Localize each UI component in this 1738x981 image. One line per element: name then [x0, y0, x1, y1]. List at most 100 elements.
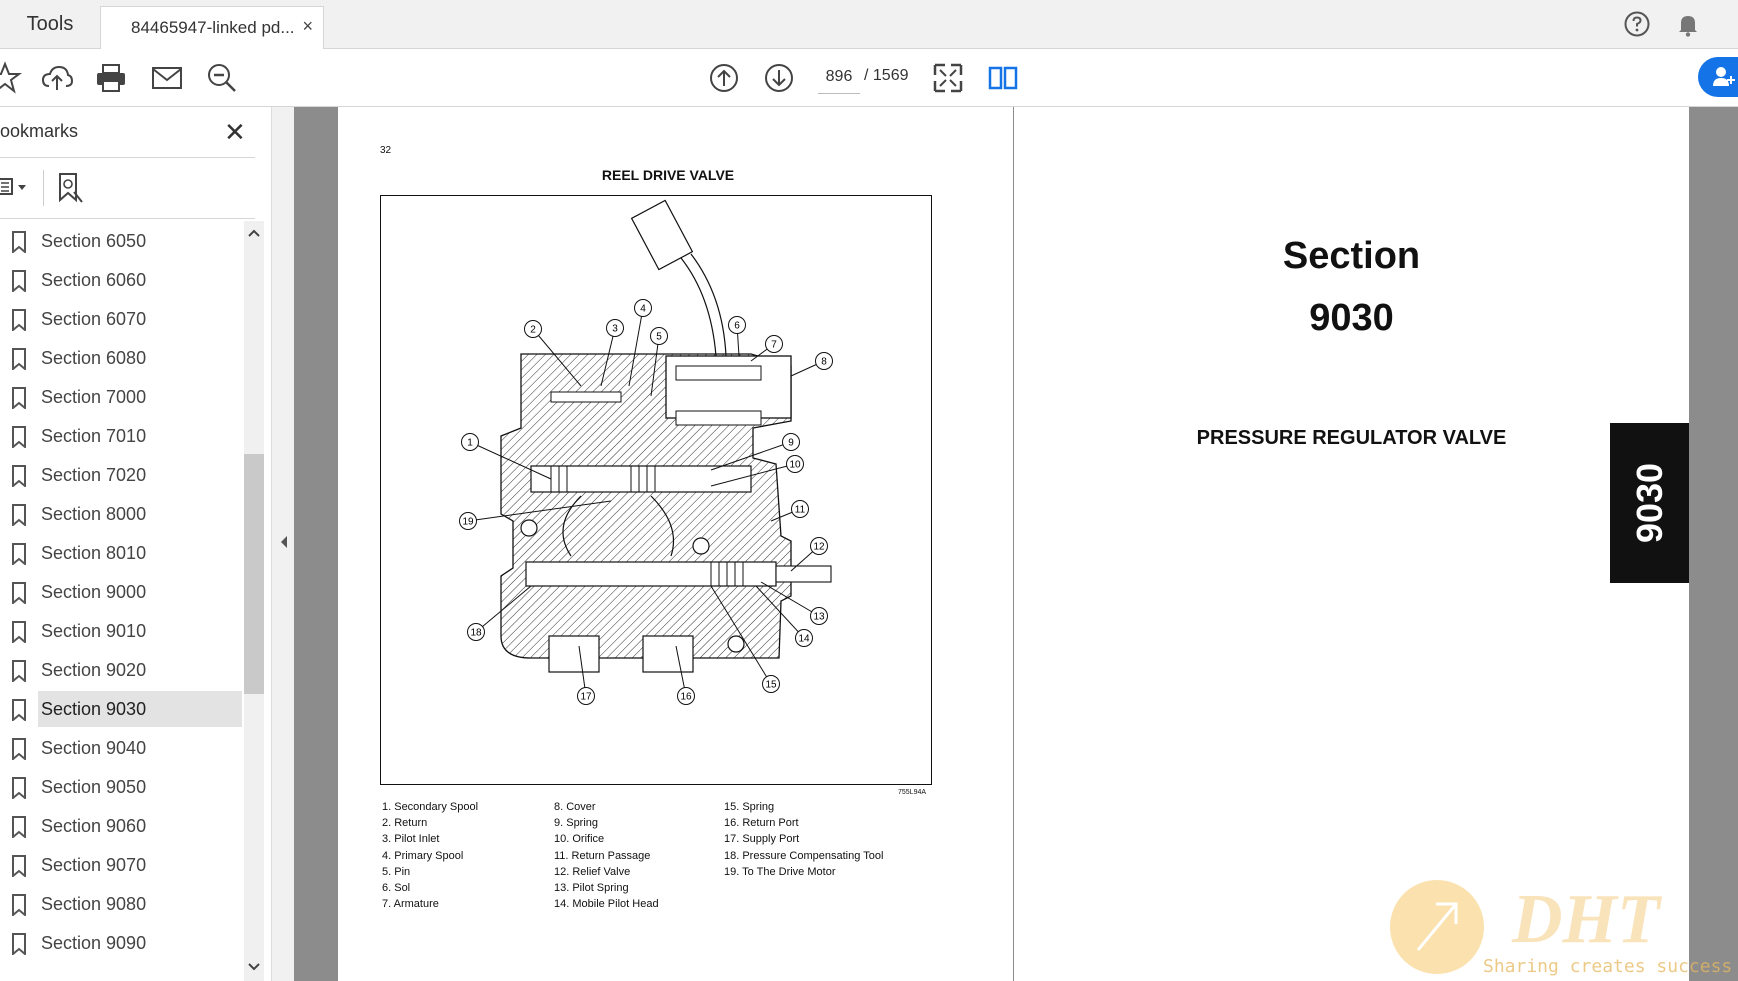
notifications-bell-icon[interactable] — [1674, 10, 1702, 38]
bookmark-icon — [12, 582, 26, 604]
bookmark-item[interactable]: Section 7020 — [0, 457, 242, 493]
bookmark-icon — [12, 504, 26, 526]
page-total: / 1569 — [864, 67, 909, 84]
connector-plug — [630, 199, 727, 357]
bookmark-item[interactable]: Section 6070 — [0, 301, 242, 337]
callout-18: 18 — [467, 623, 485, 641]
collapse-panel-handle[interactable] — [271, 107, 295, 981]
bookmark-label: Section 9030 — [38, 691, 242, 727]
bookmark-label: Section 9070 — [41, 855, 147, 875]
legend-item: 17. Supply Port — [724, 833, 800, 846]
callout-label: 14 — [798, 634, 810, 645]
tab-document[interactable]: 84465947-linked pd... × — [100, 6, 324, 49]
scroll-up-icon[interactable] — [248, 229, 260, 237]
callout-label: 1 — [467, 438, 473, 449]
supply-port — [548, 635, 600, 673]
bookmark-item[interactable]: Section 9050 — [0, 769, 242, 805]
star-icon[interactable] — [0, 61, 22, 95]
email-icon[interactable] — [150, 61, 184, 95]
bookmark-item[interactable]: Section 9020 — [0, 652, 242, 688]
document-viewport[interactable]: 32 REEL DRIVE VALVE — [294, 107, 1738, 981]
bookmark-label: Section 8000 — [41, 504, 147, 524]
legend-item: 10. Orifice — [554, 833, 605, 846]
page-number-input[interactable] — [818, 61, 860, 94]
section-subtitle: PRESSURE REGULATOR VALVE — [1196, 427, 1507, 449]
bookmark-item[interactable]: Section 9080 — [0, 886, 242, 922]
bookmarks-tools — [0, 158, 255, 219]
bookmark-item[interactable]: Section 9060 — [0, 808, 242, 844]
bookmark-label: Section 9000 — [41, 582, 147, 602]
close-panel-icon[interactable]: ✕ — [224, 117, 246, 147]
callout-5: 5 — [650, 327, 668, 345]
bookmark-item[interactable]: Section 9000 — [0, 574, 242, 610]
options-menu-icon[interactable] — [0, 176, 32, 198]
legend-item: 18. Pressure Compensating Tool — [724, 849, 884, 862]
legend-item: 19. To The Drive Motor — [724, 865, 836, 878]
legend-item: 15. Spring — [724, 801, 775, 813]
bookmark-label: Section 8010 — [41, 543, 147, 563]
legend-item: 4. Primary Spool — [382, 849, 464, 862]
callout-3: 3 — [606, 319, 624, 337]
watermark-logo-text: DHT — [1512, 881, 1660, 958]
help-icon[interactable] — [1623, 10, 1651, 38]
bookmark-item[interactable]: Section 6080 — [0, 340, 242, 376]
bookmarks-scroll-thumb[interactable] — [244, 454, 264, 694]
add-bookmark-icon[interactable] — [56, 172, 84, 204]
bookmark-item[interactable]: Section 7000 — [0, 379, 242, 415]
bookmark-item[interactable]: Section 9010 — [0, 613, 242, 649]
bookmark-item[interactable]: Section 9070 — [0, 847, 242, 883]
section-number: 9030 — [1309, 297, 1394, 339]
bookmarks-header: ookmarks ✕ — [0, 107, 255, 158]
callout-12: 12 — [810, 537, 828, 555]
tab-close-icon[interactable]: × — [302, 16, 313, 36]
previous-page-icon[interactable] — [707, 61, 741, 95]
bookmark-item[interactable]: Section 6050 — [0, 223, 242, 259]
bookmark-label: Section 9020 — [41, 660, 147, 680]
callout-17: 17 — [577, 687, 595, 705]
callout-7: 7 — [765, 335, 783, 353]
page-number-label: 32 — [380, 145, 392, 156]
legend-item: 1. Secondary Spool — [382, 801, 479, 813]
two-page-view-icon[interactable] — [986, 61, 1020, 95]
callout-label: 18 — [470, 628, 482, 639]
bookmark-icon — [12, 816, 26, 838]
legend-item: 11. Return Passage — [554, 849, 651, 862]
share-button[interactable] — [1698, 57, 1738, 97]
upload-cloud-icon[interactable] — [40, 61, 74, 95]
bookmark-item[interactable]: Section 8000 — [0, 496, 242, 532]
bookmark-icon — [12, 738, 26, 760]
callout-13: 13 — [810, 607, 828, 625]
callout-label: 4 — [640, 304, 646, 315]
bookmark-icon — [12, 309, 26, 331]
bookmark-icon — [12, 543, 26, 565]
bookmark-label: Section 7000 — [41, 387, 147, 407]
next-page-icon[interactable] — [762, 61, 796, 95]
section-heading: Section — [1282, 235, 1421, 277]
legend-item: 7. Armature — [382, 898, 439, 911]
bookmark-item[interactable]: Section 6060 — [0, 262, 242, 298]
print-icon[interactable] — [94, 61, 128, 95]
bookmark-item[interactable]: Section 9040 — [0, 730, 242, 766]
bookmark-item[interactable]: Section 8010 — [0, 535, 242, 571]
return-port — [642, 635, 694, 673]
pdf-page-right: Section 9030 PRESSURE REGULATOR VALVE 90… — [1014, 107, 1689, 981]
toolbar: / 1569 — [0, 49, 1738, 107]
bookmark-item[interactable]: Section 9090 — [0, 925, 242, 961]
fit-page-icon[interactable] — [931, 61, 965, 95]
scroll-down-icon[interactable] — [248, 963, 260, 971]
watermark-slogan: Sharing creates success — [1483, 956, 1733, 977]
collapse-left-icon[interactable] — [279, 535, 289, 549]
solenoid — [665, 355, 792, 419]
callout-11: 11 — [791, 500, 809, 518]
callout-label: 16 — [680, 692, 692, 703]
tab-tools[interactable]: Tools — [26, 12, 74, 35]
callout-label: 9 — [788, 438, 794, 449]
bookmark-item[interactable]: Section 9030 — [0, 691, 242, 727]
callout-label: 13 — [813, 612, 825, 623]
bookmark-item[interactable]: Section 7010 — [0, 418, 242, 454]
bookmark-icon — [12, 699, 26, 721]
callout-label: 12 — [813, 542, 825, 553]
zoom-out-icon[interactable] — [205, 61, 239, 95]
